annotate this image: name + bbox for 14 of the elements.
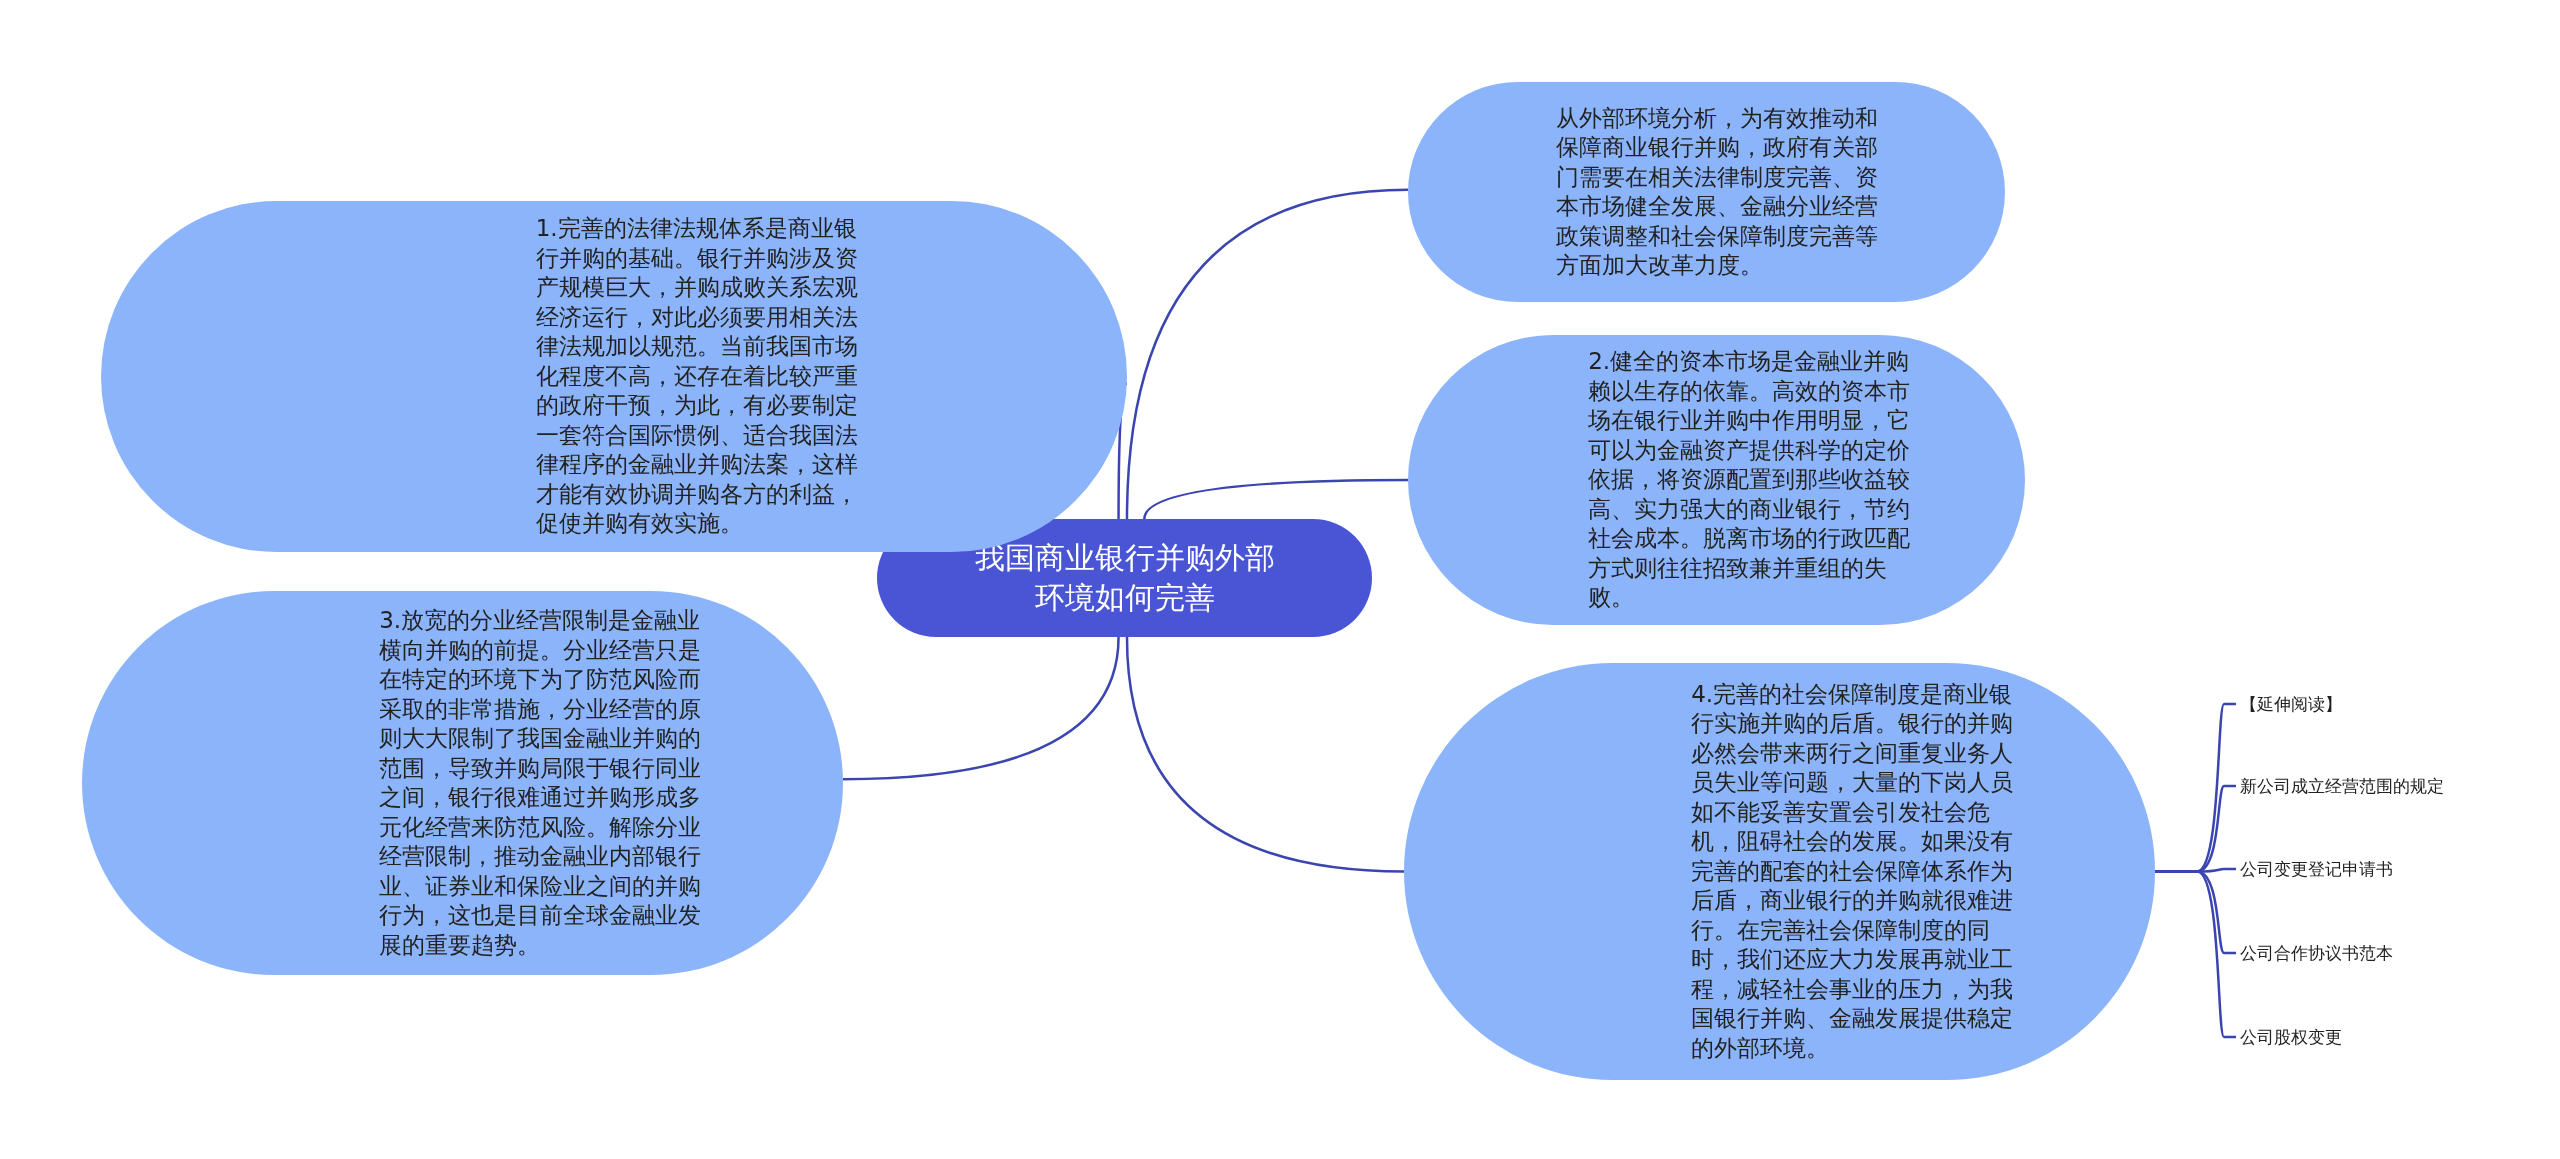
link-text: 公司变更登记申请书 [2236, 855, 2397, 883]
topic-text: 4.完善的社会保障制度是商业银行实施并购的后盾。银行的并购必然会带来两行之间重复业务人员失业等问题，大量的下岗人员如不能妥善安置会引发社会危机，阻碍社会的发展。如果没有完善的配套的社会保障体系作为后盾，商业银行的并购就很难进行。在完善社会保障制度的同时，我们还应大力发展再就业工程，减轻社会事业的压力，为我国银行并购、金融发展提供稳定的外部环境。 [1691, 679, 2015, 1063]
connector-line [1125, 188, 1409, 520]
link-text: 新公司成立经营范围的规定 [2236, 772, 2448, 800]
topic-text: 2.健全的资本市场是金融业并购赖以生存的依靠。高效的资本市场在银行业并购中作用明显，它可以为金融资产提供科学的定价依据，将资源配置到那些收益较高、实力强大的商业银行，节约社会成本。脱离市场的行政匹配方式则往往招致兼并重组的失败。 [1588, 347, 1912, 613]
link-text: 公司合作协议书范本 [2236, 939, 2397, 967]
link-text: 【延伸阅读】 [2236, 690, 2346, 718]
connector-line [1143, 478, 1408, 520]
topic-text: 3.放宽的分业经营限制是金融业横向并购的前提。分业经营只是在特定的环境下为了防范风险而采取的非常措施，分业经营的原则大大限制了我国金融业并购的范围，导致并购局限于银行同业之间，银行很难通过并购形成多元化经营来防范风险。解除分业经营限制，推动金融业内部银行业、证券业和保险业之间的并购行为，这也是目前全球金融业发展的重要趋势。 [379, 606, 703, 960]
topic-text: 从外部环境分析，为有效推动和保障商业银行并购，政府有关部门需要在相关法律制度完善、资本市场健全发展、金融分业经营政策调整和社会保障制度完善等方面加大改革力度。 [1555, 103, 1879, 280]
topic-text: 1.完善的法律法规体系是商业银行并购的基础。银行并购涉及资产规模巨大，并购成败关系宏观经济运行，对此必须要用相关法律法规加以规范。当前我国市场化程度不高，还存在着比较严重的政府干预，为此，有必要制定一套符合国际惯例、适合我国法律程序的金融业并购法案，这样才能有效协调并购各方的利益，促使并购有效实施。 [535, 214, 859, 539]
connector-line [1125, 636, 1405, 873]
link-text: 公司股权变更 [2236, 1023, 2346, 1051]
connector-line [842, 636, 1120, 781]
